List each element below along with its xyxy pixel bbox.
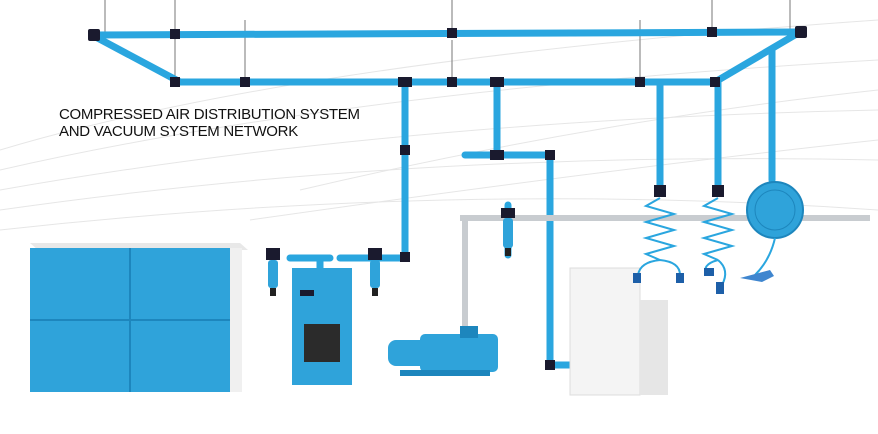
coiled-hose-1 [633, 185, 684, 283]
vacuum-pump [388, 326, 498, 376]
hose-reel [740, 181, 804, 282]
diagram-title: COMPRESSED AIR DISTRIBUTION SYSTEM AND V… [59, 106, 360, 140]
title-line-2: AND VACUUM SYSTEM NETWORK [59, 123, 298, 140]
filter-right [368, 248, 382, 296]
filter-vacuum [501, 208, 515, 256]
hanger-rods [104, 0, 791, 80]
workbench [569, 267, 668, 396]
air-dryer [292, 254, 352, 385]
pipe-fittings [88, 26, 807, 370]
background-swooshes [0, 19, 878, 231]
air-compressor [30, 243, 248, 392]
title-line-1: COMPRESSED AIR DISTRIBUTION SYSTEM [59, 106, 360, 123]
filter-left [266, 248, 280, 296]
coiled-hose-2 [700, 185, 736, 294]
